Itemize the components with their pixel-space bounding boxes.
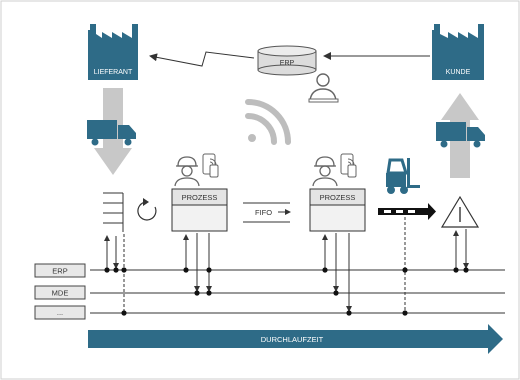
push-arrow	[378, 203, 436, 220]
fifo-label: FIFO	[255, 208, 272, 217]
lead-time-label: DURCHLAUFZEIT	[261, 335, 324, 344]
supplier-factory: LIEFERANT	[88, 24, 138, 80]
connections-process-1	[183, 233, 212, 292]
customer-factory: KUNDE	[432, 24, 484, 80]
system-label-erp: ERP	[52, 267, 67, 276]
system-box-mde	[34, 285, 86, 300]
erp-top-label: ERP	[280, 60, 295, 67]
cycle-arrow-icon	[137, 198, 157, 221]
process-2: PROZESS	[309, 153, 366, 232]
factory-icon	[88, 24, 138, 80]
forklift-icon	[386, 158, 420, 194]
system-box-erp	[34, 263, 86, 278]
worker-icon	[312, 156, 338, 187]
system-legend: ERP MDE ...	[34, 263, 86, 320]
mobile-device-icon	[340, 153, 357, 178]
fifo-lane: FIFO	[243, 202, 291, 223]
system-bus	[90, 269, 505, 314]
operator-icon	[308, 73, 339, 103]
mobile-device-icon	[202, 153, 219, 178]
connections-process-2	[322, 233, 352, 312]
factory-icon	[432, 24, 484, 80]
inventory-triangle-icon	[440, 195, 480, 228]
process-1: PROZESS	[171, 153, 228, 232]
worker-icon	[174, 156, 200, 187]
process-2-label: PROZESS	[320, 193, 356, 202]
connections-inventory	[453, 229, 469, 270]
truck-icon	[87, 120, 136, 146]
wifi-icon	[245, 99, 291, 145]
truck-icon	[436, 122, 485, 148]
database-icon	[257, 45, 317, 76]
info-arrow-erp-to-supplier	[149, 51, 255, 67]
lead-time-arrow: DURCHLAUFZEIT	[88, 324, 503, 354]
erp-database: ERP	[257, 45, 317, 76]
system-label-mde: MDE	[52, 289, 69, 298]
system-label-other: ...	[57, 308, 63, 317]
process-1-label: PROZESS	[182, 193, 218, 202]
supplier-label: LIEFERANT	[94, 69, 133, 76]
system-box-other	[34, 305, 86, 320]
incoming-shelf	[103, 192, 124, 232]
customer-label: KUNDE	[446, 69, 471, 76]
connections-incoming	[104, 234, 125, 313]
